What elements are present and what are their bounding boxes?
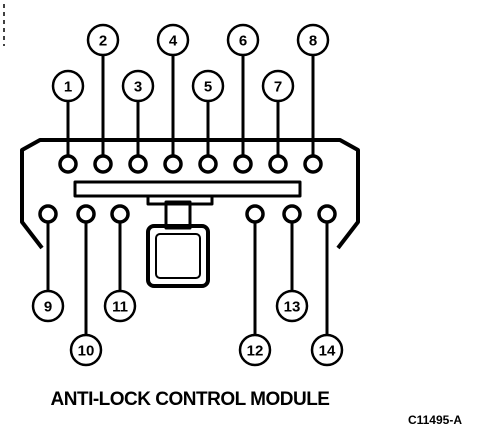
callout-circle xyxy=(261,69,295,103)
pin-number: 1 xyxy=(64,79,72,96)
diagram-title: ANTI-LOCK CONTROL MODULE xyxy=(51,389,330,410)
pin-callout-9: 9 xyxy=(31,289,65,323)
callout-circle xyxy=(238,333,272,367)
pin-terminal-2 xyxy=(93,154,113,174)
pin-callout-12: 12 xyxy=(238,333,272,367)
callout-circle xyxy=(156,23,190,57)
pin-terminal-12 xyxy=(245,204,265,224)
pin-callout-6: 6 xyxy=(226,23,260,57)
pin-number: 11 xyxy=(112,299,128,316)
callout-circle xyxy=(86,23,120,57)
connector-body xyxy=(20,138,360,288)
callout-circle xyxy=(296,23,330,57)
pin-number: 14 xyxy=(319,343,336,360)
pin-terminal-11 xyxy=(110,204,130,224)
pin-terminal-5 xyxy=(198,154,218,174)
pin-terminal-13 xyxy=(282,204,302,224)
terminals xyxy=(38,154,337,224)
callout-circle xyxy=(51,69,85,103)
pin-callout-11: 11 xyxy=(103,289,137,323)
pin-callout-4: 4 xyxy=(156,23,190,57)
pin-number: 6 xyxy=(239,33,247,50)
pin-callout-13: 13 xyxy=(275,289,309,323)
pin-number: 8 xyxy=(309,33,317,50)
pin-callout-10: 10 xyxy=(69,333,103,367)
pin-callout-3: 3 xyxy=(121,69,155,103)
pin-terminal-14 xyxy=(317,204,337,224)
pin-number: 7 xyxy=(274,79,282,96)
pin-callout-2: 2 xyxy=(86,23,120,57)
pin-terminal-6 xyxy=(233,154,253,174)
callout-circle xyxy=(31,289,65,323)
pin-number: 12 xyxy=(247,343,264,360)
leader-lines xyxy=(46,55,329,335)
pin-terminal-3 xyxy=(128,154,148,174)
callout-circle xyxy=(191,69,225,103)
pin-terminal-4 xyxy=(163,154,183,174)
callout-circle xyxy=(103,289,137,323)
pin-callout-1: 1 xyxy=(51,69,85,103)
pin-callout-7: 7 xyxy=(261,69,295,103)
pin-number: 9 xyxy=(44,299,52,316)
pin-callout-5: 5 xyxy=(191,69,225,103)
pin-number: 10 xyxy=(78,343,95,360)
pin-callout-14: 14 xyxy=(310,333,344,367)
callout-circle xyxy=(275,289,309,323)
pin-terminal-1 xyxy=(58,154,78,174)
pin-terminal-9 xyxy=(38,204,58,224)
pin-terminal-8 xyxy=(303,154,323,174)
pin-number: 13 xyxy=(284,299,301,316)
pin-terminal-10 xyxy=(76,204,96,224)
pin-terminal-7 xyxy=(268,154,288,174)
callout-circle xyxy=(226,23,260,57)
pin-number: 5 xyxy=(204,79,212,96)
callout-circle xyxy=(121,69,155,103)
pin-number: 4 xyxy=(169,33,178,50)
callout-circle xyxy=(310,333,344,367)
pin-number: 3 xyxy=(134,79,142,96)
callout-circle xyxy=(69,333,103,367)
pin-number: 2 xyxy=(99,33,107,50)
figure-reference: C11495-A xyxy=(408,413,462,427)
pin-callout-8: 8 xyxy=(296,23,330,57)
